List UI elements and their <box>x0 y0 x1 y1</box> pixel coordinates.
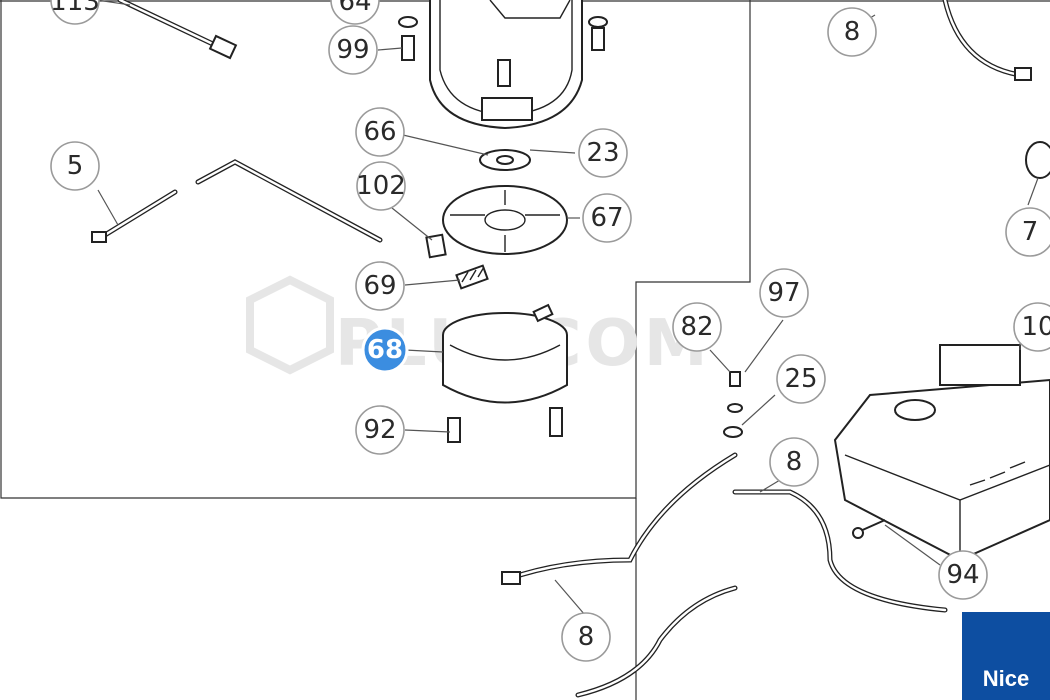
part-94-screw[interactable] <box>852 519 886 539</box>
callout-7[interactable]: 7 <box>1005 207 1050 257</box>
svg-text:97: 97 <box>767 278 800 308</box>
callout-64[interactable]: 64 <box>330 0 380 25</box>
svg-text:69: 69 <box>363 271 396 301</box>
brand-logo: Nice <box>962 612 1050 700</box>
svg-text:102: 102 <box>356 171 406 201</box>
callout-94[interactable]: 94 <box>938 550 988 600</box>
part-8-cable-left[interactable] <box>501 452 738 585</box>
svg-text:25: 25 <box>784 364 817 394</box>
svg-text:92: 92 <box>363 415 396 445</box>
callout-8-top[interactable]: 8 <box>827 7 877 57</box>
svg-text:8: 8 <box>578 622 595 652</box>
callout-67[interactable]: 67 <box>582 193 632 243</box>
part-68-ring[interactable] <box>442 303 568 404</box>
callout-69[interactable]: 69 <box>355 261 405 311</box>
callout-25[interactable]: 25 <box>776 354 826 404</box>
callout-113[interactable]: 113 <box>50 0 100 25</box>
svg-text:113: 113 <box>50 0 100 17</box>
svg-text:7: 7 <box>1022 217 1039 247</box>
callout-97[interactable]: 97 <box>759 268 809 318</box>
svg-text:23: 23 <box>586 138 619 168</box>
part-5-cable[interactable] <box>91 159 383 243</box>
diagram-section-frame <box>0 0 751 499</box>
part-8-cable-bottom[interactable] <box>575 585 738 698</box>
part-7-fitting[interactable] <box>1025 141 1050 179</box>
svg-text:67: 67 <box>590 203 623 233</box>
svg-text:8: 8 <box>786 447 803 477</box>
svg-text:82: 82 <box>680 312 713 342</box>
part-82-screw[interactable] <box>723 371 743 438</box>
svg-text:94: 94 <box>946 560 979 590</box>
svg-text:64: 64 <box>338 0 371 17</box>
part-99-bolts[interactable] <box>398 16 608 61</box>
svg-text:5: 5 <box>67 151 84 181</box>
part-motor-housing[interactable] <box>429 0 583 130</box>
callout-99[interactable]: 99 <box>328 25 378 75</box>
leader-lines <box>96 0 1039 616</box>
callout-23[interactable]: 23 <box>578 128 628 178</box>
svg-text:8: 8 <box>844 17 861 47</box>
part-66-gear-washer[interactable] <box>479 149 531 171</box>
callout-82[interactable]: 82 <box>672 302 722 352</box>
part-67-encoder-plate[interactable] <box>442 185 568 255</box>
part-69-spring[interactable] <box>455 264 489 290</box>
callout-66[interactable]: 66 <box>355 107 405 157</box>
callout-8-middle[interactable]: 8 <box>769 437 819 487</box>
svg-text:68: 68 <box>367 335 403 365</box>
part-8-cable-top[interactable] <box>942 0 1032 81</box>
callout-92[interactable]: 92 <box>355 405 405 455</box>
part-92-screws[interactable] <box>447 407 563 443</box>
callout-102[interactable]: 102 <box>356 161 406 211</box>
svg-text:99: 99 <box>336 35 369 65</box>
callout-68-selected[interactable]: 68 <box>361 326 409 374</box>
svg-text:10: 10 <box>1021 312 1050 342</box>
svg-text:66: 66 <box>363 117 396 147</box>
callout-8-bottom[interactable]: 8 <box>561 612 611 662</box>
part-10-control-unit[interactable] <box>833 344 1050 562</box>
part-113-cable[interactable] <box>117 0 238 60</box>
brand-logo-text: Nice <box>982 666 1030 691</box>
callout-5[interactable]: 5 <box>50 141 100 191</box>
part-8-cable-right[interactable] <box>732 489 948 613</box>
callout-10[interactable]: 10 <box>1013 302 1050 352</box>
part-102-clip[interactable] <box>425 233 447 259</box>
